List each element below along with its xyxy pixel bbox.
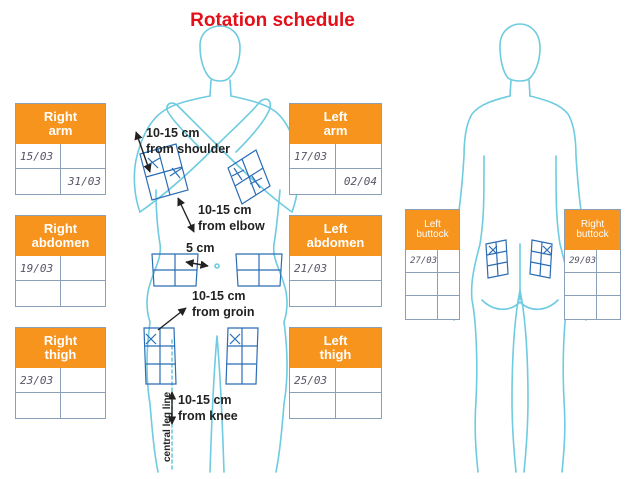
- log-cell: 27/03: [406, 250, 439, 273]
- site-header-line: thigh: [44, 347, 77, 362]
- log-cell: 21/03: [290, 256, 336, 281]
- log-cell: [290, 393, 336, 418]
- log-cell: [565, 296, 598, 319]
- log-cell: [16, 169, 61, 194]
- log-cell: 29/03: [565, 250, 598, 273]
- log-cell: [406, 296, 439, 319]
- log-cell: [336, 393, 382, 418]
- site-header-line: abdomen: [31, 235, 90, 250]
- site-header-line: Left: [323, 221, 348, 237]
- log-cell: [406, 273, 439, 296]
- measurement-arrows: [134, 131, 209, 425]
- site-header-line: arm: [48, 123, 73, 138]
- annotation-knee-line1: 10-15 cm: [178, 393, 232, 407]
- log-cell: [336, 281, 382, 306]
- site-header-line: buttock: [416, 229, 449, 240]
- log-cell: [60, 256, 105, 281]
- log-cell: 23/03: [16, 368, 61, 393]
- log-cell: [438, 296, 459, 319]
- log-cell: [290, 169, 336, 194]
- log-cell: 19/03: [16, 256, 61, 281]
- annotation-shoulder-line1: 10-15 cm: [146, 126, 200, 140]
- log-cell: [565, 273, 598, 296]
- log-cell: [335, 368, 381, 393]
- log-cell: 17/03: [290, 144, 336, 169]
- annotation-shoulder-line2: from shoulder: [146, 142, 230, 156]
- annotation-knee-line2: from knee: [178, 409, 238, 423]
- site-header-line: Right: [43, 221, 78, 237]
- back-injection-grids: [485, 239, 553, 279]
- log-cell: [60, 144, 105, 169]
- site-log-grid: 21/03: [290, 256, 381, 306]
- log-cell: [597, 296, 620, 319]
- site-header-line: Right: [43, 333, 78, 349]
- site-log-grid: 25/03: [290, 368, 381, 418]
- annotation-central-leg-line: central leg line: [162, 392, 173, 462]
- site-log-grid: 23/03: [16, 368, 105, 418]
- log-cell: [16, 281, 61, 306]
- site-log-grid: 15/03 31/03: [16, 144, 105, 194]
- site-log-grid: 19/03: [16, 256, 105, 306]
- log-cell: 31/03: [67, 175, 101, 188]
- site-header-line: buttock: [576, 229, 609, 240]
- log-cell: [438, 250, 459, 273]
- site-log-grid: 29/03: [565, 250, 620, 319]
- site-log-grid: 17/03 02/04: [290, 144, 381, 194]
- site-log-grid: 27/03: [406, 250, 459, 319]
- page-title: Rotation schedule: [190, 10, 355, 31]
- site-header-line: Right: [43, 109, 78, 125]
- log-cell: [61, 393, 106, 418]
- log-cell: [60, 368, 105, 393]
- annotation-elbow-line1: 10-15 cm: [198, 203, 252, 217]
- log-cell: [597, 250, 620, 273]
- site-header-line: thigh: [319, 347, 352, 362]
- log-cell: [438, 273, 459, 296]
- annotation-elbow-line2: from elbow: [198, 219, 265, 233]
- log-cell: 25/03: [290, 368, 336, 393]
- log-cell: [290, 281, 336, 306]
- site-header-line: arm: [323, 123, 348, 138]
- annotation-navel: 5 cm: [186, 241, 215, 255]
- log-cell: [597, 273, 620, 296]
- log-cell: 15/03: [16, 144, 61, 169]
- annotation-groin-line2: from groin: [192, 305, 255, 319]
- site-header-line: Left: [424, 218, 441, 230]
- log-cell: 02/04: [343, 175, 377, 188]
- log-cell: [335, 256, 381, 281]
- front-injection-grids: [139, 143, 283, 385]
- site-header-line: Right: [580, 218, 605, 230]
- site-header-line: abdomen: [306, 235, 365, 250]
- log-cell: [335, 144, 381, 169]
- log-cell: [16, 393, 61, 418]
- site-header-line: Left: [323, 109, 348, 125]
- log-cell: [61, 281, 106, 306]
- annotation-groin-line1: 10-15 cm: [192, 289, 246, 303]
- site-header-line: Left: [323, 333, 348, 349]
